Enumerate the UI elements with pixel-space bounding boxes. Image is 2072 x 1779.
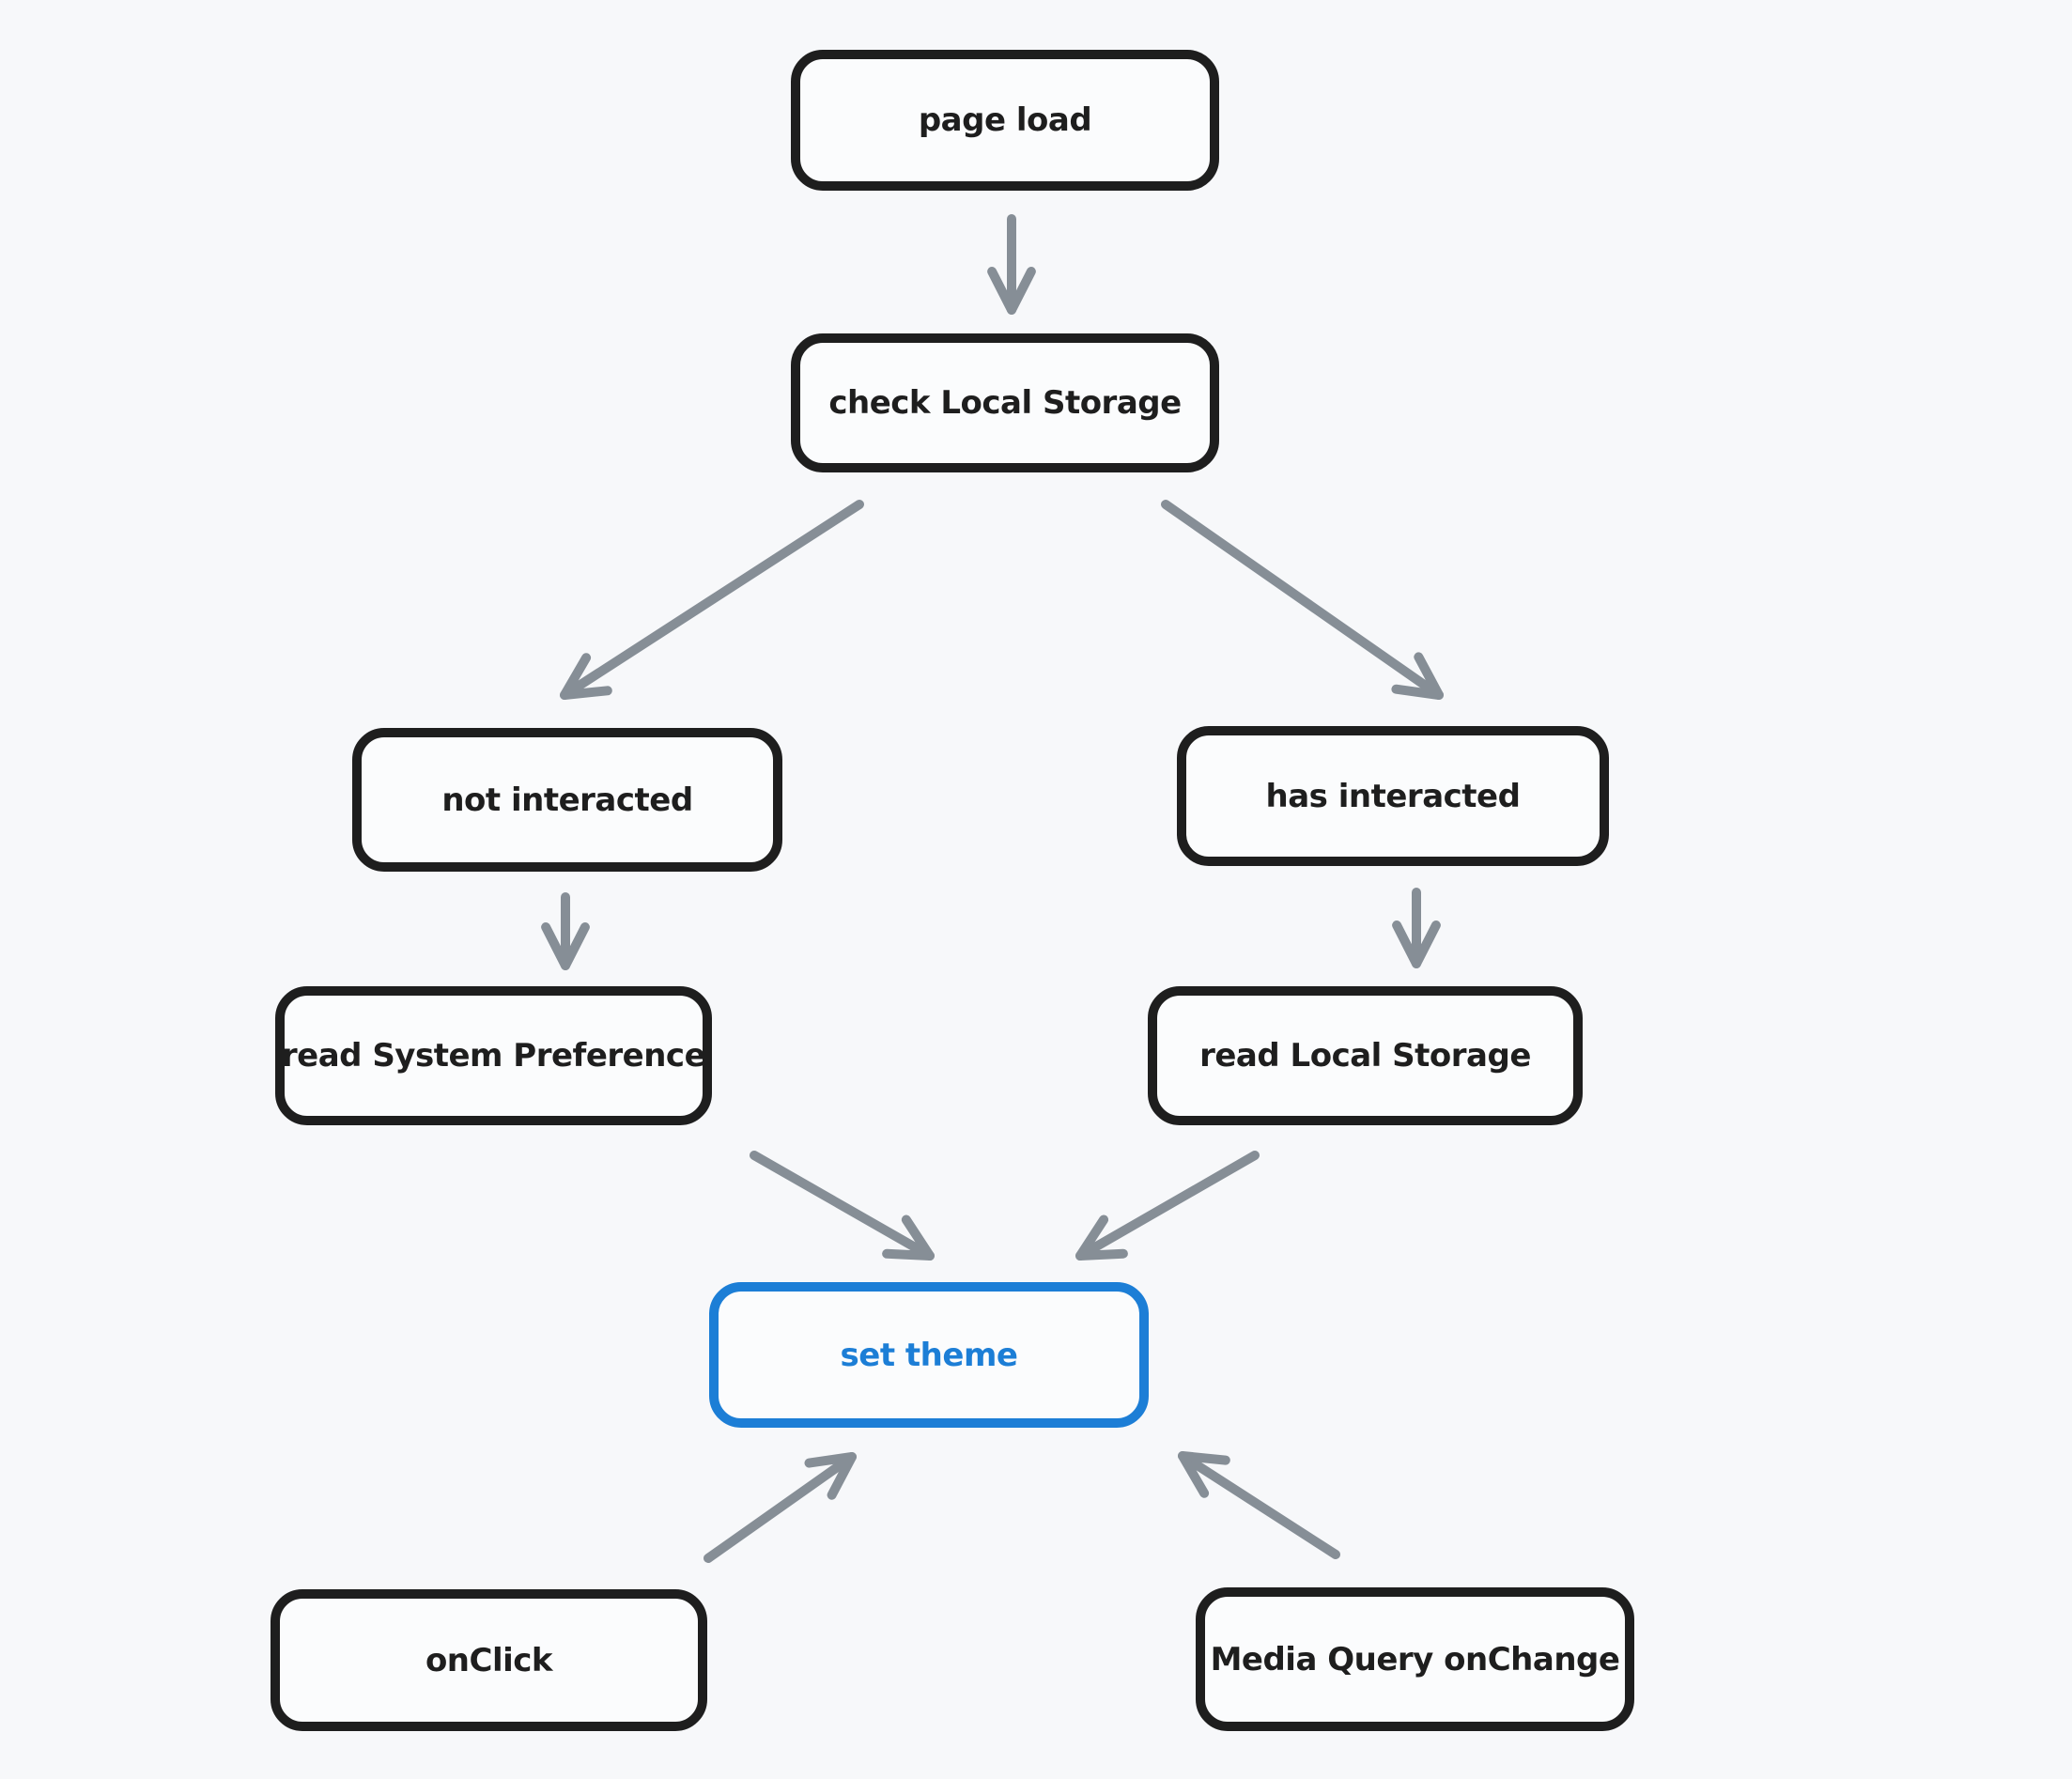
flow-arrow-read-local-storage-to-set-theme <box>1075 1151 1260 1261</box>
flow-node-media-query-onchange: Media Query onChange <box>1196 1587 1634 1731</box>
flow-node-check-local-storage: check Local Storage <box>791 333 1219 472</box>
flow-arrow-check-local-storage-to-not-interacted <box>560 500 864 700</box>
flow-arrow-read-system-preference-to-set-theme <box>750 1151 935 1261</box>
flow-node-onclick: onClick <box>271 1589 707 1731</box>
flow-arrow-media-query-onchange-to-set-theme <box>1178 1451 1340 1559</box>
flow-node-label-onclick: onClick <box>425 1641 553 1679</box>
flow-node-label-read-system-preference: read System Preference <box>281 1037 706 1075</box>
flow-arrow-page-load-to-check-local-storage <box>987 214 1036 315</box>
flow-node-label-page-load: page load <box>918 101 1092 139</box>
flow-node-label-check-local-storage: check Local Storage <box>828 384 1182 422</box>
flow-node-label-set-theme: set theme <box>840 1336 1018 1374</box>
flow-node-label-not-interacted: not interacted <box>441 781 693 819</box>
flow-arrow-not-interacted-to-read-system-preference <box>541 892 590 970</box>
flow-arrow-has-interacted-to-read-local-storage <box>1392 888 1441 968</box>
flow-node-page-load: page load <box>791 50 1219 191</box>
flow-node-not-interacted: not interacted <box>352 728 782 872</box>
flow-node-read-system-preference: read System Preference <box>275 986 712 1125</box>
flow-node-read-local-storage: read Local Storage <box>1148 986 1583 1125</box>
flow-arrow-check-local-storage-to-has-interacted <box>1161 500 1444 700</box>
flow-node-label-has-interacted: has interacted <box>1265 777 1521 815</box>
flow-node-label-read-local-storage: read Local Storage <box>1199 1037 1531 1075</box>
flow-node-set-theme: set theme <box>709 1282 1149 1428</box>
flow-node-has-interacted: has interacted <box>1177 726 1609 866</box>
flow-node-label-media-query-onchange: Media Query onChange <box>1210 1640 1620 1678</box>
flow-arrow-onclick-to-set-theme <box>704 1452 857 1563</box>
